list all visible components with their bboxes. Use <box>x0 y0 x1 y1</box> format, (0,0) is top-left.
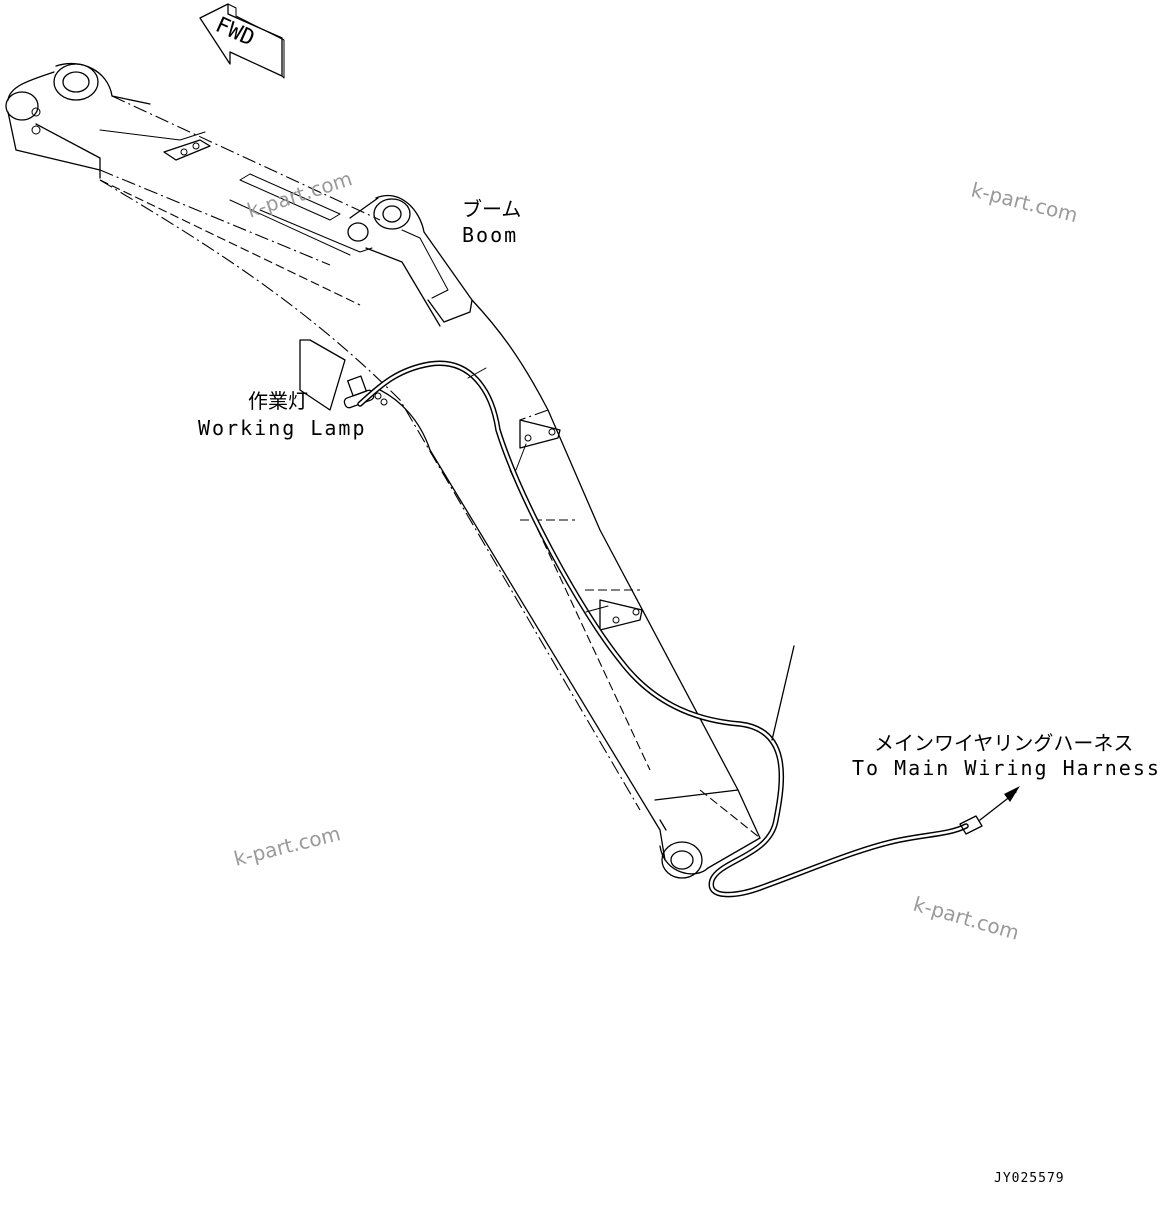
boom-label-jp: ブーム <box>462 197 521 221</box>
working-lamp-label-en: Working Lamp <box>198 416 367 440</box>
watermark: k-part.com <box>911 892 1022 945</box>
watermark: k-part.com <box>244 166 355 222</box>
watermark: k-part.com <box>231 821 342 871</box>
working-lamp-label-jp: 作業灯 <box>248 389 308 413</box>
harness-label-en: To Main Wiring Harness <box>852 756 1161 780</box>
harness-route <box>357 360 1020 898</box>
watermark: k-part.com <box>969 178 1080 228</box>
drawing-code: JY025579 <box>994 1171 1065 1186</box>
harness-label-jp: メインワイヤリングハーネス <box>874 731 1133 755</box>
fwd-arrow-icon: FWD <box>199 3 285 79</box>
boom-label-en: Boom <box>462 223 518 247</box>
boom-drawing <box>5 62 761 879</box>
